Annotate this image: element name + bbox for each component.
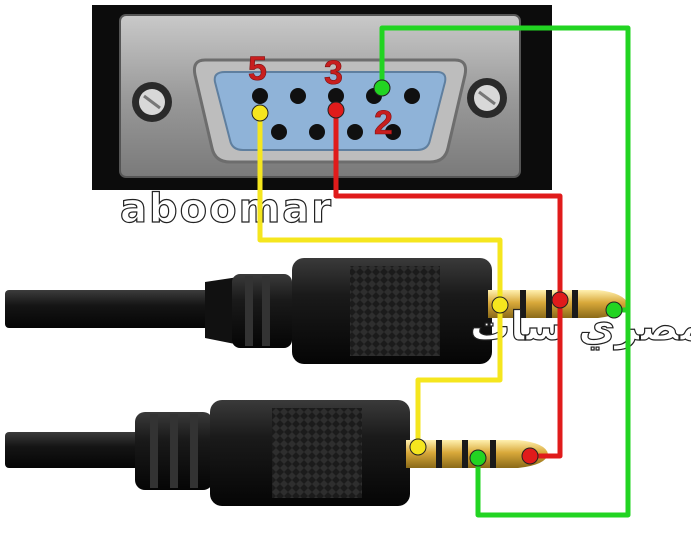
watermark-line2: منتدي مصري سات <box>470 304 691 350</box>
wire-yellow-pin5 <box>257 114 503 447</box>
pin-label-2: 2 <box>374 104 393 142</box>
wire-red-pin3 <box>333 110 563 459</box>
right-screw-icon <box>467 78 507 118</box>
pin3-dot <box>327 101 345 119</box>
db9-connector <box>92 5 552 190</box>
db9-pin-holes <box>252 88 420 140</box>
bottom-audio-cable <box>5 400 548 506</box>
pin2-dot <box>373 79 391 97</box>
top-jack-green-dot <box>605 301 623 319</box>
bottom-jack-red-dot <box>521 447 539 465</box>
pin-label-5: 5 <box>248 50 267 88</box>
top-jack-yellow-dot <box>491 296 509 314</box>
wire-green-pin2 <box>379 25 631 518</box>
pin-label-3: 3 <box>324 54 343 92</box>
bottom-jack-green-dot <box>469 449 487 467</box>
left-screw-icon <box>132 82 172 122</box>
watermark-line1: aboomar <box>120 186 333 232</box>
bottom-jack-yellow-dot <box>409 438 427 456</box>
pin5-dot <box>251 104 269 122</box>
top-audio-cable <box>5 258 628 364</box>
top-jack-red-dot <box>551 291 569 309</box>
